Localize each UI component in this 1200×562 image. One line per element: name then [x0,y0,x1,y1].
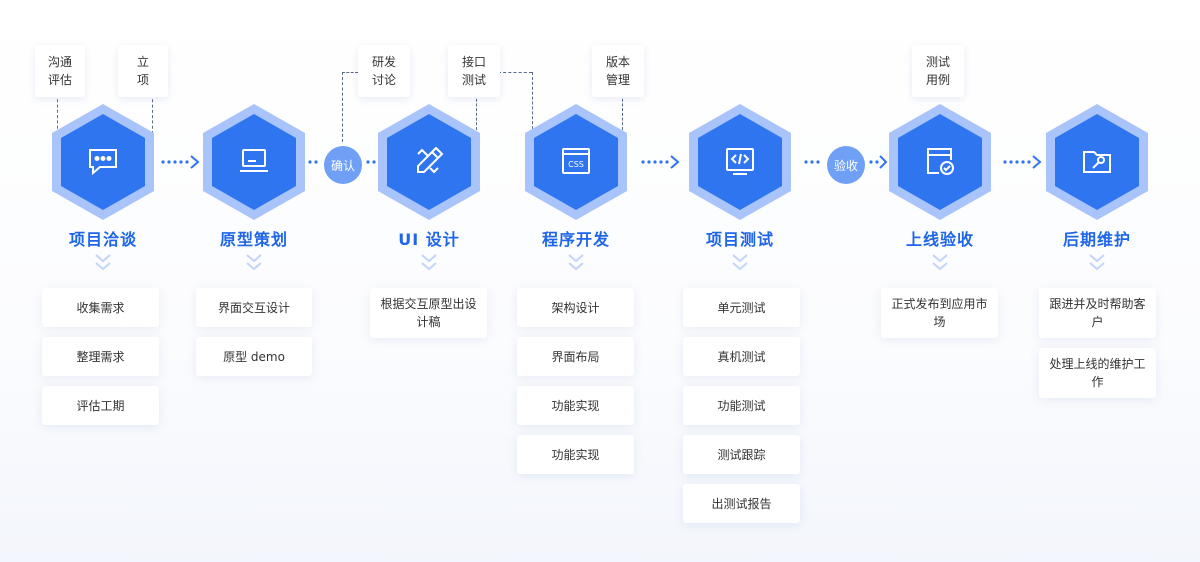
flow-arrow-3 [366,160,376,164]
flow-arrow-4 [641,155,680,169]
step-6-item: 正式发布到应用市场 [881,288,998,338]
hex-step-3 [378,104,480,220]
note-version-mgmt: 版本管理 [592,45,644,97]
note-communicate: 沟通评估 [35,45,85,97]
step-2-item: 原型 demo [196,337,312,376]
step-7-item: 处理上线的维护工作 [1039,348,1156,398]
svg-text:CSS: CSS [568,160,584,169]
confirm-circle: 确认 [324,146,362,184]
step-3-item: 根据交互原型出设计稿 [370,288,487,338]
step-7-item: 跟进并及时帮助客户 [1039,288,1156,338]
hex-step-1 [52,104,154,220]
step-title-2: 原型策划 [219,230,288,249]
note-test-cases: 测试用例 [912,45,964,97]
laptop-icon [237,144,271,178]
step-4-item: 功能实现 [517,435,634,474]
chevron-down-icon [932,254,948,271]
flow-arrow-6 [869,155,888,169]
step-4-item: 功能实现 [517,386,634,425]
step-1-item: 整理需求 [42,337,159,376]
hex-step-7 [1046,104,1148,220]
chevron-down-icon [732,254,748,271]
step-title-7: 后期维护 [1062,230,1131,249]
step-title-5: 项目测试 [705,230,774,249]
flow-arrow-2 [308,160,318,164]
chat-bubble-icon [86,144,120,178]
step-title-6: 上线验收 [905,230,974,249]
step-5-item: 功能测试 [683,386,800,425]
browser-check-icon [923,144,957,178]
step-5-item: 单元测试 [683,288,800,327]
hex-step-4: CSS [525,104,627,220]
accept-circle: 验收 [827,146,865,184]
pencil-ruler-icon [412,144,446,178]
chevron-down-icon [1089,254,1105,271]
hex-step-2 [203,104,305,220]
hex-step-6 [889,104,991,220]
code-window-icon [723,144,757,178]
note-api-test: 接口测试 [448,45,500,97]
step-1-item: 评估工期 [42,386,159,425]
chevron-down-icon [421,254,437,271]
flow-arrow-1 [161,155,200,169]
step-title-4: 程序开发 [541,230,610,249]
step-title-1: 项目洽谈 [68,230,137,249]
step-4-item: 架构设计 [517,288,634,327]
folder-wrench-icon [1080,144,1114,178]
step-5-item: 测试跟踪 [683,435,800,474]
step-1-item: 收集需求 [42,288,159,327]
hex-step-5 [689,104,791,220]
step-5-item: 出测试报告 [683,484,800,523]
flow-arrow-5 [804,160,820,164]
step-5-item: 真机测试 [683,337,800,376]
step-2-item: 界面交互设计 [196,288,312,327]
css-window-icon: CSS [559,144,593,178]
flow-arrow-7 [1003,155,1042,169]
chevron-down-icon [95,254,111,271]
step-title-3: UI 设计 [398,230,460,249]
chevron-down-icon [568,254,584,271]
step-4-item: 界面布局 [517,337,634,376]
note-approve: 立项 [118,45,168,97]
chevron-down-icon [246,254,262,271]
note-rd-discuss: 研发讨论 [358,45,410,97]
